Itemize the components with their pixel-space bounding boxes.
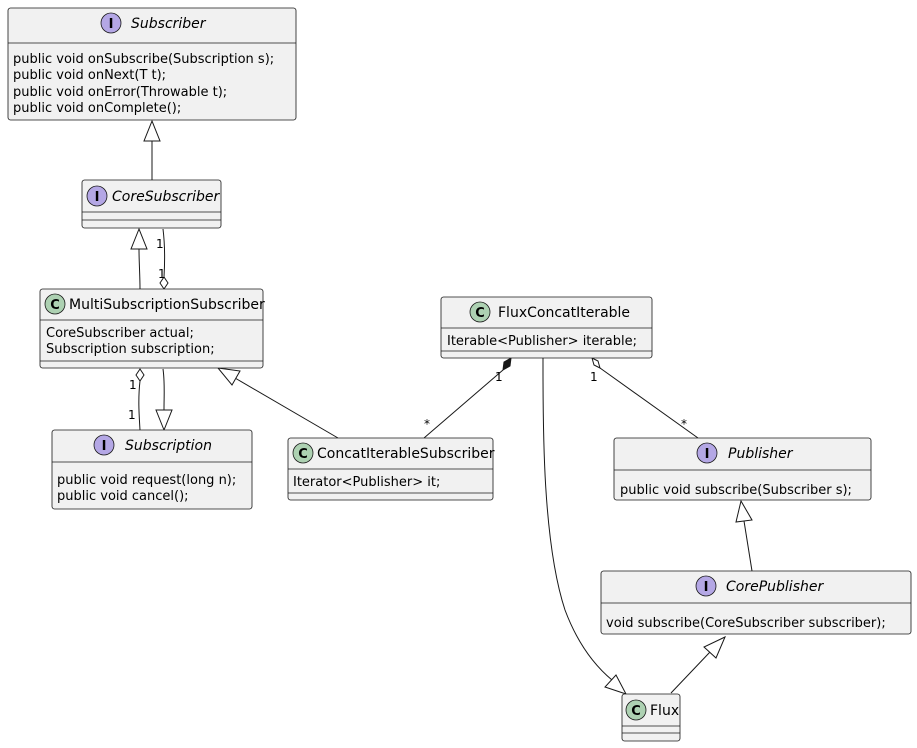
generalization-arrow-flux: [604, 674, 628, 695]
mult-flux-composition-1: 1: [495, 370, 503, 384]
class-corepublisher[interactable]: I CorePublisher void subscribe(CoreSubsc…: [600, 570, 912, 635]
class-member: public void cancel();: [57, 489, 189, 504]
mult-flux-aggregation-1: 1: [590, 370, 598, 384]
mult-subscription-1: 1: [128, 408, 136, 422]
edge-flux-publisher: [599, 367, 699, 439]
aggregation-diamond-subscription: [135, 368, 145, 382]
edge-flux-corepublisher: [670, 651, 711, 694]
class-badge-letter: C: [298, 447, 308, 462]
class-name: MultiSubscriptionSubscriber: [69, 297, 265, 313]
class-name: Publisher: [728, 446, 794, 462]
class-subscriber[interactable]: I Subscriber public void onSubscribe(Sub…: [7, 7, 297, 121]
generalization-arrow-subscription: [155, 409, 173, 432]
class-coresubscriber[interactable]: I CoreSubscriber: [81, 179, 222, 229]
mult-coresubscriber-1: 1: [156, 237, 164, 251]
generalization-arrow-coresubscriber: [130, 227, 148, 250]
class-badge-icon: [469, 301, 491, 323]
interface-badge-icon: [695, 575, 717, 597]
edge-multi-coresubscriber-gen: [138, 248, 141, 290]
class-badge-letter: C: [475, 306, 485, 321]
edge-multi-subscription-gen: [162, 368, 165, 411]
class-badge-icon: [292, 442, 314, 464]
class-member: CoreSubscriber actual;: [46, 326, 194, 341]
mult-publisher-many: *: [681, 417, 687, 431]
interface-badge-letter: I: [704, 580, 709, 595]
class-fluxconcatiterable[interactable]: C FluxConcatIterable Iterable<Publisher>…: [440, 296, 653, 359]
class-subscription[interactable]: I Subscription public void request(long …: [51, 429, 253, 510]
mult-concat-many: *: [424, 417, 430, 431]
class-concatiterablesubscriber[interactable]: C ConcatIterableSubscriber Iterator<Publ…: [287, 437, 495, 501]
class-member: Iterator<Publisher> it;: [293, 475, 440, 490]
generalization-arrow-multi: [216, 367, 241, 386]
class-member: public void onSubscribe(Subscription s);: [13, 52, 274, 67]
edge-corepublisher-publisher: [743, 520, 753, 572]
class-member: public void onNext(T t);: [13, 68, 166, 83]
interface-badge-icon: [93, 434, 115, 456]
class-name: FluxConcatIterable: [498, 305, 630, 321]
class-member: public void request(long n);: [57, 473, 236, 488]
composition-diamond-flux: [502, 357, 512, 371]
class-badge-icon: [625, 699, 647, 721]
interface-badge-letter: I: [705, 447, 710, 462]
class-member: Subscription subscription;: [46, 342, 215, 357]
interface-badge-icon: [86, 185, 108, 207]
class-flux[interactable]: C Flux: [621, 693, 681, 742]
class-member: Iterable<Publisher> iterable;: [447, 334, 637, 349]
edge-multi-coresubscriber-agg: [162, 228, 166, 278]
class-box: [613, 437, 872, 501]
multiplicities: 1 1 1 1 1 * 1 *: [128, 237, 687, 431]
class-name: CoreSubscriber: [112, 189, 220, 205]
class-member: void subscribe(CoreSubscriber subscriber…: [606, 616, 886, 631]
class-box: [81, 179, 222, 229]
class-name: ConcatIterableSubscriber: [317, 446, 495, 462]
generalization-arrow-subscriber: [143, 119, 161, 142]
mult-multi-subscription-1: 1: [129, 378, 137, 392]
mult-multi-1: 1: [158, 267, 166, 281]
interface-badge-icon: [696, 442, 718, 464]
class-member: public void onError(Throwable t);: [13, 85, 227, 100]
class-name: CorePublisher: [726, 579, 824, 595]
class-box: [7, 7, 297, 121]
interface-badge-letter: I: [102, 439, 107, 454]
edge-fluxconcat-flux: [542, 357, 613, 681]
generalization-arrow-corepublisher: [703, 635, 726, 659]
class-badge-icon: [44, 293, 66, 315]
class-badge-letter: C: [50, 298, 60, 313]
class-box: [600, 570, 912, 635]
class-member: public void onComplete();: [13, 101, 181, 116]
class-badge-letter: C: [631, 704, 641, 719]
class-name: Subscription: [125, 438, 212, 454]
edge-multi-subscription-agg: [138, 380, 141, 431]
class-name: Subscriber: [131, 16, 207, 32]
edges: [130, 119, 753, 695]
edge-concat-multi: [234, 377, 339, 439]
interface-badge-icon: [100, 12, 122, 34]
interface-badge-letter: I: [95, 190, 100, 205]
interface-badge-letter: I: [109, 17, 114, 32]
class-publisher[interactable]: I Publisher public void subscribe(Subscr…: [613, 437, 872, 501]
class-name: Flux: [650, 703, 679, 719]
class-box: [440, 296, 653, 359]
class-box: [39, 288, 264, 369]
aggregation-diamond-publisher: [591, 357, 601, 369]
edge-flux-concat: [423, 369, 504, 439]
generalization-arrow-publisher: [735, 499, 753, 523]
class-member: public void subscribe(Subscriber s);: [620, 483, 852, 498]
class-multisubscriptionsubscriber[interactable]: C MultiSubscriptionSubscriber CoreSubscr…: [39, 288, 265, 369]
